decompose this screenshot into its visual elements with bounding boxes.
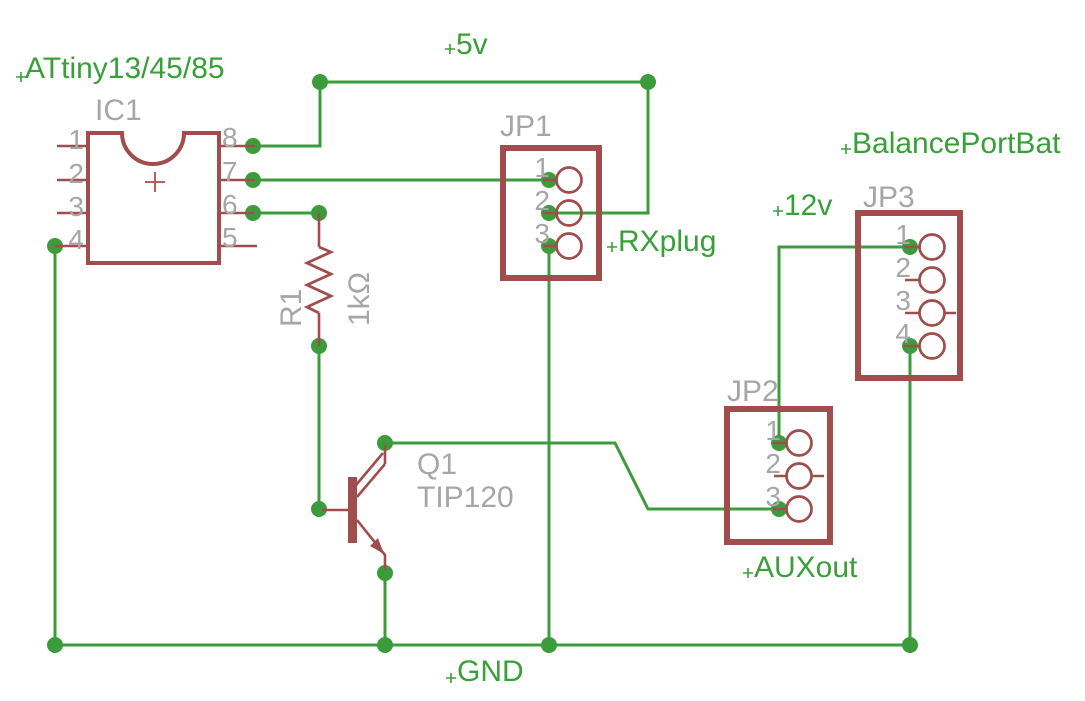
svg-text:GND: GND <box>457 655 524 688</box>
component-ic1[interactable]: 1 2 3 4 8 7 6 5 IC1 <box>55 94 257 265</box>
component-jp3[interactable]: 1 2 3 4 JP3 <box>855 181 963 381</box>
svg-text:5v: 5v <box>456 28 488 61</box>
net-ic-pin4-gnd-wire[interactable] <box>47 238 63 645</box>
svg-text:ATtiny13/45/85: ATtiny13/45/85 <box>25 52 225 85</box>
component-jp1[interactable]: 1 2 3 JP1 <box>500 110 602 281</box>
q1-collector <box>350 445 387 498</box>
jp2-outline <box>724 406 833 545</box>
net-pin7-rxplug-wire[interactable] <box>245 172 557 188</box>
jp2-pin1-number: 1 <box>765 415 781 446</box>
jp3-pad-2 <box>918 266 946 294</box>
net-r1-base-wire[interactable] <box>311 338 327 517</box>
svg-text:RXplug: RXplug <box>618 225 716 258</box>
component-r1[interactable]: R1 1kΩ <box>275 213 376 346</box>
jp2-pad-3 <box>785 495 813 523</box>
r1-refdes: R1 <box>275 289 308 327</box>
jp1-refdes: JP1 <box>500 110 552 143</box>
label-origin-cross <box>16 72 26 82</box>
label-origin-cross <box>743 568 753 578</box>
net-emitter-gnd-wire[interactable] <box>377 565 393 645</box>
jp3-pad-1 <box>918 233 946 261</box>
ic1-body <box>86 131 221 265</box>
r1-value: 1kΩ <box>343 272 376 326</box>
jp3-outline <box>855 210 963 381</box>
ic1-origin-cross <box>145 172 165 192</box>
svg-text:BalancePortBat: BalancePortBat <box>852 127 1061 160</box>
label-origin-cross <box>445 44 455 54</box>
ic1-pin4-number: 4 <box>68 224 84 255</box>
jp1-pin3-number: 3 <box>534 218 550 249</box>
net-gnd-rail[interactable] <box>47 637 918 653</box>
jp3-pin-stubs <box>904 245 956 348</box>
label-origin-cross <box>773 206 783 216</box>
ic1-pin5-number: 5 <box>222 222 238 253</box>
net-pin6-r1-wire[interactable] <box>245 205 327 221</box>
component-q1[interactable]: Q1 TIP120 <box>322 445 514 570</box>
label-origin-cross <box>446 673 456 683</box>
label-attiny-part: ATtiny13/45/85 <box>16 52 225 85</box>
jp1-pad-1 <box>555 166 583 194</box>
label-rxplug: RXplug <box>607 225 716 258</box>
ic1-pin1-number: 1 <box>68 124 84 155</box>
ic1-pin6-number: 6 <box>222 189 238 220</box>
ic1-pin2-number: 2 <box>68 158 84 189</box>
label-5v: 5v <box>445 28 488 61</box>
label-origin-cross <box>841 144 851 154</box>
ic1-refdes: IC1 <box>95 94 142 127</box>
r1-zigzag <box>303 245 335 315</box>
q1-refdes: Q1 <box>417 448 457 481</box>
jp2-refdes: JP2 <box>727 375 779 408</box>
jp1-pad-3 <box>555 232 583 260</box>
jp2-pin2-number: 2 <box>765 448 781 479</box>
jp3-refdes: JP3 <box>863 181 915 214</box>
jp1-pad-2 <box>555 199 583 227</box>
label-origin-cross <box>607 242 617 252</box>
jp3-pin2-number: 2 <box>895 252 911 283</box>
label-12v: 12v <box>773 189 832 222</box>
jp3-pin4-number: 4 <box>895 318 911 349</box>
jp2-pin3-number: 3 <box>765 481 781 512</box>
jp2-pin-stubs <box>773 441 824 511</box>
ic1-pin3-number: 3 <box>68 191 84 222</box>
jp2-pad-2 <box>785 462 813 490</box>
label-balanceportbat: BalancePortBat <box>841 127 1061 160</box>
svg-text:12v: 12v <box>784 189 832 222</box>
jp3-pin1-number: 1 <box>895 219 911 250</box>
jp2-pad-1 <box>785 429 813 457</box>
net-jp3-pin4-gnd-wire[interactable] <box>902 338 918 645</box>
jp1-outline <box>500 145 602 281</box>
ic1-pin7-number: 7 <box>222 156 238 187</box>
q1-value: TIP120 <box>417 481 514 514</box>
q1-emitter <box>355 519 387 570</box>
jp3-pad-3 <box>918 299 946 327</box>
q1-emitter-arrow <box>370 538 384 554</box>
jp1-pin1-number: 1 <box>534 152 550 183</box>
jp3-pad-4 <box>918 332 946 360</box>
ic1-pins-left <box>55 144 88 248</box>
component-jp2[interactable]: 1 2 3 JP2 <box>724 375 833 545</box>
label-auxout: AUXout <box>743 551 858 584</box>
ic1-pin8-number: 8 <box>222 122 238 153</box>
jp3-pin3-number: 3 <box>895 285 911 316</box>
label-gnd: GND <box>446 655 524 688</box>
jp1-pin2-number: 2 <box>534 185 550 216</box>
ic1-pins-right <box>219 144 257 248</box>
jp1-pin-stubs <box>543 178 556 248</box>
q1-base-bar <box>348 477 357 543</box>
svg-text:AUXout: AUXout <box>754 551 858 584</box>
